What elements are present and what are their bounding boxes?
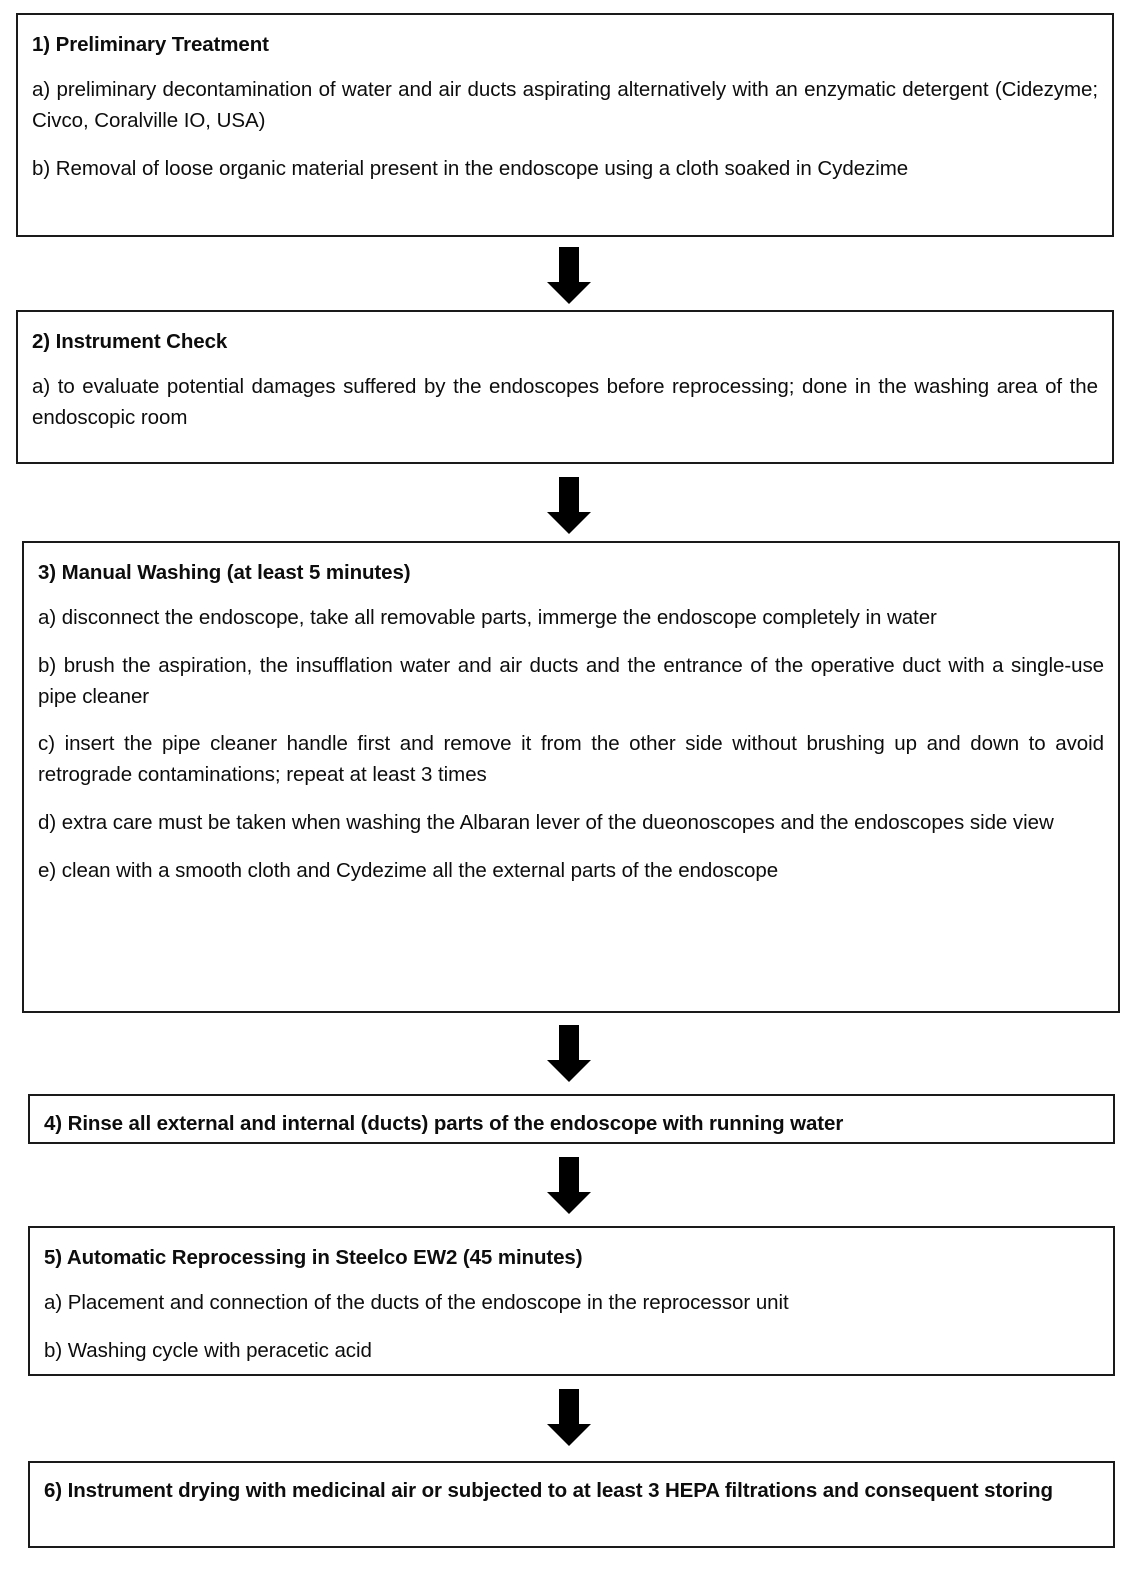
flow-step-3-line-b: b) brush the aspiration, the insufflatio… — [38, 653, 1104, 708]
flow-step-2-box: 2) Instrument Check a) to evaluate poten… — [16, 310, 1114, 464]
flow-step-3-line-c: c) insert the pipe cleaner handle first … — [38, 732, 1104, 787]
flow-step-6-box: 6) Instrument drying with medicinal air … — [28, 1461, 1115, 1548]
flow-step-5-line-a: a) Placement and connection of the ducts… — [44, 1291, 789, 1315]
flow-step-6-title: 6) Instrument drying with medicinal air … — [44, 1479, 1053, 1502]
flow-step-1-line-b: b) Removal of loose organic material pre… — [32, 156, 909, 180]
flow-step-3-box: 3) Manual Washing (at least 5 minutes) a… — [22, 541, 1120, 1013]
down-arrow-icon-1 — [547, 247, 591, 304]
flow-step-3-line-a: a) disconnect the endoscope, take all re… — [38, 606, 937, 630]
flow-step-3-line-d: d) extra care must be taken when washing… — [38, 810, 1054, 834]
flow-step-4-box: 4) Rinse all external and internal (duct… — [28, 1094, 1115, 1144]
flow-step-2-title: 2) Instrument Check — [32, 330, 228, 353]
flow-step-1-box: 1) Preliminary Treatment a) preliminary … — [16, 13, 1114, 237]
flow-step-2-line-a: a) to evaluate potential damages suffere… — [32, 375, 1098, 429]
down-arrow-icon-2 — [547, 477, 591, 534]
down-arrow-icon-4 — [547, 1157, 591, 1214]
flow-step-5-line-b: b) Washing cycle with peracetic acid — [44, 1338, 372, 1362]
flow-step-1-line-a: a) preliminary decontamination of water … — [32, 78, 1098, 132]
flow-step-1-title: 1) Preliminary Treatment — [32, 33, 269, 56]
down-arrow-icon-5 — [547, 1389, 591, 1446]
flow-step-5-box: 5) Automatic Reprocessing in Steelco EW2… — [28, 1226, 1115, 1376]
flow-step-5-title: 5) Automatic Reprocessing in Steelco EW2… — [44, 1246, 583, 1269]
flow-step-3-line-e: e) clean with a smooth cloth and Cydezim… — [38, 858, 779, 882]
down-arrow-icon-3 — [547, 1025, 591, 1082]
flow-step-4-title: 4) Rinse all external and internal (duct… — [44, 1112, 844, 1135]
flow-step-3-title: 3) Manual Washing (at least 5 minutes) — [38, 561, 411, 584]
